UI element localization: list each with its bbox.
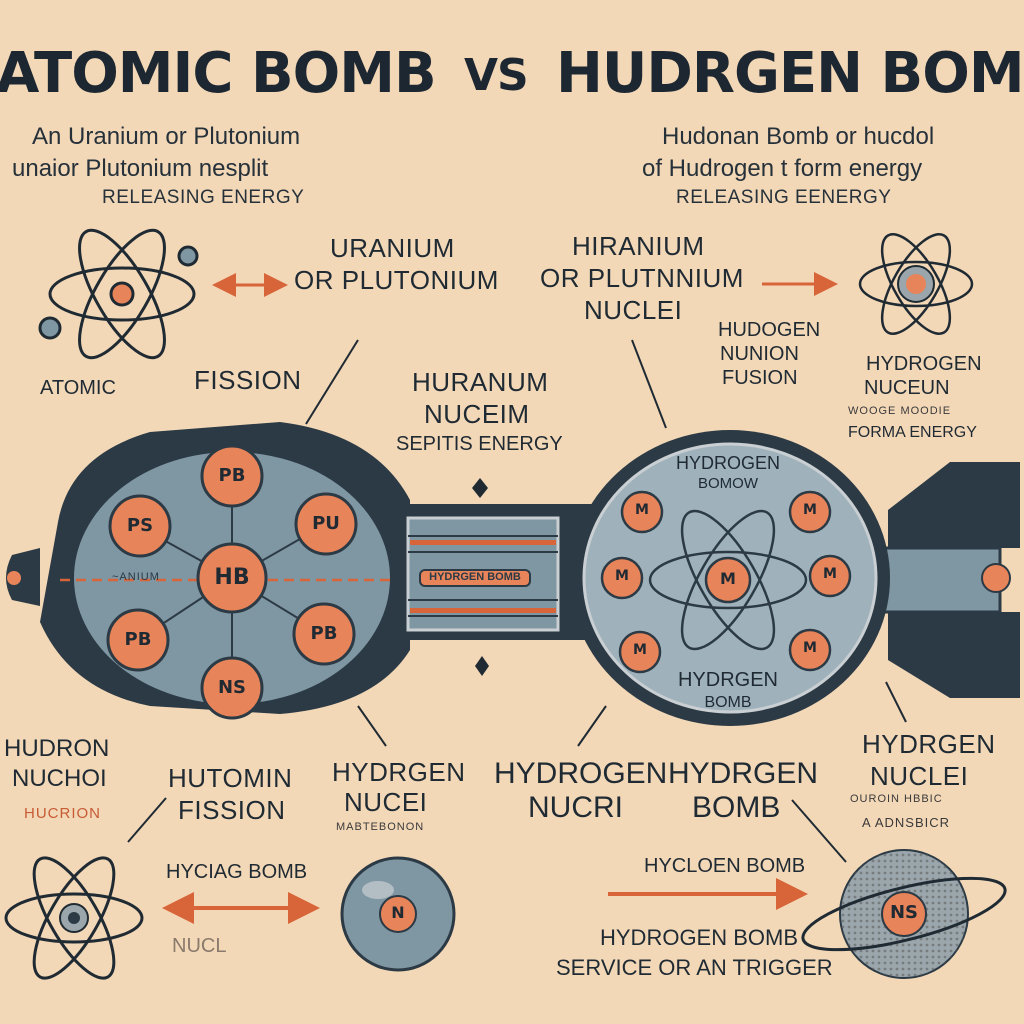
intro-left-line1: An Uranium or Plutonium (32, 123, 301, 150)
atom-icon-top-right (858, 233, 974, 335)
diamond-marker-top (472, 478, 488, 498)
atom-icon-bottom-left (4, 856, 144, 980)
core-label: HYDRGEN BOMB (429, 571, 521, 583)
label-hydrgen-nucei-2: NUCEI (344, 787, 428, 817)
fusion-nucleus-label-6: M (803, 640, 817, 656)
label-ouroin-hbbic: OUROIN HBBIC (850, 793, 943, 805)
atom-icon-top-left (38, 228, 199, 360)
label-nuclei-top: NUCLEI (584, 295, 683, 325)
fusion-nuclei (600, 490, 852, 674)
intro-left-line3: RELEASING ENERGY (102, 187, 305, 208)
label-nunion: NUNION (720, 343, 799, 365)
label-hiranium: HIRANIUM (572, 231, 705, 261)
label-uranium: URANIUM (330, 233, 455, 263)
nucleus-label-bottom: NS (217, 677, 247, 698)
label-mabtebonon: MABTEBONON (336, 821, 425, 833)
label-or-plutnnium: OR PLUTNNIUM (540, 263, 744, 293)
bomb-core (392, 504, 592, 640)
title-right: HUDRGEN BOMB (556, 41, 1024, 106)
fusion-title-2: BOMOW (698, 475, 758, 492)
label-or-plutonium: OR PLUTONIUM (294, 265, 499, 295)
label-hydrogen-nucri-1: HYDROGEN (494, 757, 668, 790)
label-atomic: ATOMIC (40, 377, 116, 399)
fusion-center-label: M (720, 569, 736, 588)
label-hydrogen-bomb-trigger-1: HYDROGEN BOMB (600, 925, 799, 950)
fusion-title-1: HYDROGEN (675, 453, 780, 473)
nucleus-label-lower-right: PB (310, 623, 338, 644)
label-fission: FISSION (194, 365, 302, 395)
label-hydrgen-bomb-2: BOMB (692, 791, 781, 824)
nucleus-label-center: HB (214, 565, 250, 590)
label-huranum: HURANUM (412, 367, 549, 397)
intro-right-line2: of Hudrogen t form energy (642, 155, 923, 182)
label-hydrgen-nuclei-right-2: NUCLEI (870, 761, 969, 791)
label-hyciag-bomb: HYCIAG BOMB (166, 861, 308, 883)
label-sepitis-energy: SEPITIS ENERGY (396, 433, 563, 455)
label-wooge-moodie: WOOGE MOODIE (848, 405, 952, 417)
label-fission-lower: FISSION (178, 795, 286, 825)
intro-left-line2: unaior Plutonium nesplit (12, 155, 269, 182)
intro-right-line1: Hudonan Bomb or hucdol (662, 123, 935, 150)
label-hydrgen-nucei-1: HYDRGEN (332, 757, 466, 787)
label-hydrogen-nucri-2: NUCRI (528, 791, 623, 824)
small-nucleus-label: N (391, 903, 405, 922)
label-hutomin: HUTOMIN (168, 763, 293, 793)
title-left: ATOMIC BOMB (0, 41, 437, 106)
label-hudron: HUDRON (4, 735, 110, 762)
hatched-nucleus-label: NS (889, 902, 919, 923)
fission-nuclei (106, 444, 358, 720)
label-nuceim: NUCEIM (424, 399, 530, 429)
nucleus-label-upper-left: PS (126, 515, 154, 536)
fusion-nucleus-label-2: M (803, 502, 817, 518)
fusion-nucleus-label-5: M (633, 642, 647, 658)
leader-lines (127, 339, 907, 863)
label-hydrogen-nuceun-2: NUCEUN (864, 377, 950, 399)
fusion-nucleus-label-1: M (635, 502, 649, 518)
label-hucrion: HUCRION (24, 805, 101, 822)
fusion-bottom-1: HYDRGEN (677, 669, 778, 691)
diamond-marker-bottom (475, 656, 489, 676)
nucleus-label-top: PB (218, 465, 246, 486)
label-a-adnsbicr: A ADNSBICR (862, 815, 951, 830)
hatched-nucleus-sphere (801, 849, 1007, 979)
label-forma-energy: FORMA ENERGY (848, 424, 977, 441)
label-hudogen: HUDOGEN (718, 319, 821, 341)
nucleus-label-lower-left: PB (124, 629, 152, 650)
label-hydrgen-nuclei-right-1: HYDRGEN (862, 729, 996, 759)
label-hycloen-bomb: HYCLOEN BOMB (644, 855, 806, 877)
label-nuchoi: NUCHOI (12, 765, 107, 792)
fusion-nucleus-label-4: M (823, 566, 837, 582)
title-vs: VS (464, 50, 529, 101)
small-nucleus-sphere (340, 856, 456, 972)
label-hydrogen-bomb-trigger-2: SERVICE OR AN TRIGGER (556, 955, 833, 980)
label-nucl: NUCL (172, 935, 227, 957)
fusion-nucleus-label-3: M (615, 568, 629, 584)
nucleus-label-upper-right: PU (312, 513, 340, 534)
intro-right-line3: RELEASING EENERGY (676, 187, 892, 208)
fusion-bottom-2: BOMB (704, 694, 752, 711)
label-hydrgen-bomb-1: HYDRGEN (668, 757, 819, 790)
label-fusion: FUSION (722, 367, 798, 389)
fusion-atom (648, 509, 808, 651)
label-hydrogen-nuceun-1: HYDROGEN (866, 353, 982, 375)
label-left-axis: ~ANIUM (112, 571, 160, 583)
